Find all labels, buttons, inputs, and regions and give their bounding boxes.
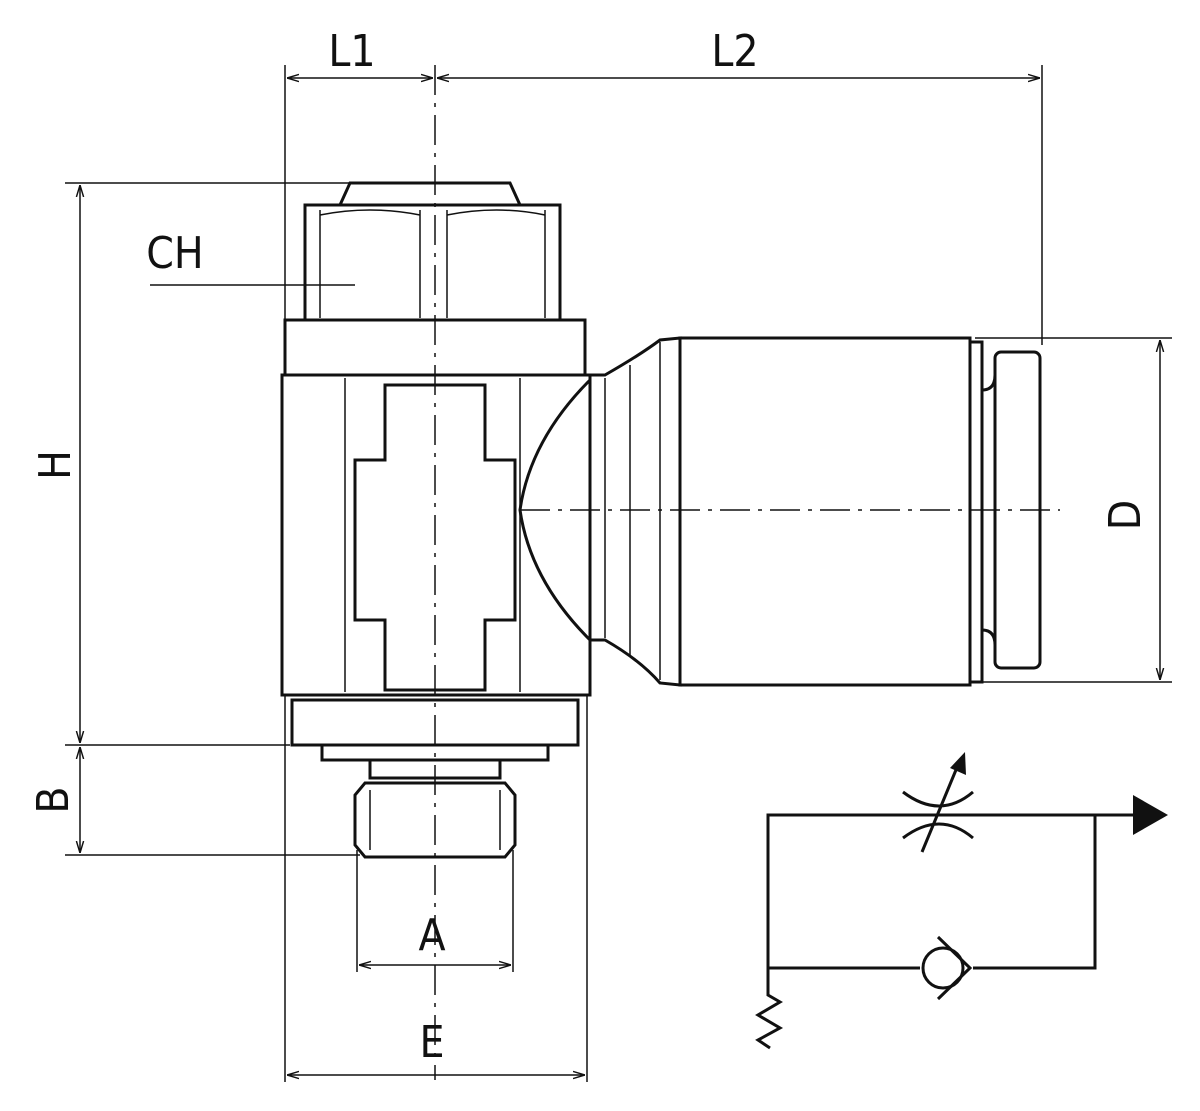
label-ch: CH (146, 228, 203, 279)
check-valve-icon (921, 946, 965, 990)
spring-icon (755, 968, 784, 1050)
top-cap (337, 181, 523, 207)
label-d: D (1100, 500, 1151, 531)
label-a: A (418, 910, 445, 961)
release-collet (993, 350, 1042, 670)
label-l2: L2 (711, 26, 758, 77)
main-body (280, 373, 592, 697)
label-b: B (28, 786, 79, 813)
label-h: H (30, 450, 81, 480)
label-l1: L1 (328, 26, 375, 77)
flow-arrow-icon (1133, 795, 1168, 835)
restrictor-icon (902, 790, 974, 840)
fitting-body (280, 181, 592, 859)
adjust-nut (303, 203, 562, 322)
push-in-connector (518, 336, 1042, 687)
dimension-lines (65, 65, 1172, 1082)
flow-control-symbol (755, 752, 1168, 1050)
label-e: E (419, 1017, 444, 1068)
thread-port (353, 781, 517, 859)
